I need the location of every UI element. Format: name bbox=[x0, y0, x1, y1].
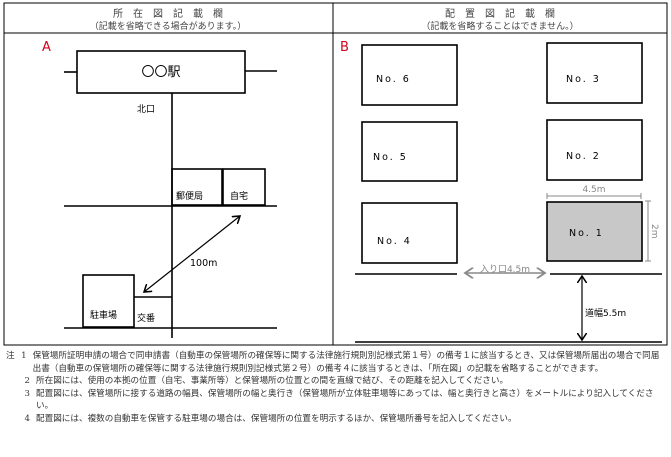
parking-space-1 bbox=[546, 201, 643, 262]
parking-space-3 bbox=[546, 42, 643, 104]
distance-label: 100m bbox=[190, 258, 217, 269]
north-exit-label: 北口 bbox=[137, 104, 155, 115]
layout-map-title: 配 置 図 記 載 欄 bbox=[445, 7, 555, 20]
section-b-label: B bbox=[340, 40, 349, 55]
layout-map-subtitle: （記載を省略することはできません。） bbox=[421, 20, 578, 32]
space-label-2: No. 2 bbox=[566, 151, 601, 162]
space-label-4: No. 4 bbox=[377, 236, 412, 247]
parking-label: 駐車場 bbox=[90, 309, 117, 321]
section-a-label: A bbox=[42, 40, 51, 55]
station-label: 〇〇駅 bbox=[141, 65, 180, 80]
space-label-6: No. 6 bbox=[376, 74, 411, 85]
parking-space-4 bbox=[361, 202, 458, 264]
parking-space-6 bbox=[361, 44, 458, 106]
road-width-label: 道幅5.5m bbox=[585, 307, 626, 319]
space-label-5: No. 5 bbox=[373, 152, 408, 163]
location-map-subtitle: （記載を省略できる場合があります。） bbox=[90, 20, 246, 32]
entrance-label: 入り口4.5m bbox=[480, 264, 530, 275]
post-office-label: 郵便局 bbox=[176, 190, 203, 202]
police-box-label: 交番 bbox=[137, 312, 155, 324]
parking-space-2 bbox=[546, 119, 643, 181]
location-map-title: 所 在 図 記 載 欄 bbox=[113, 7, 223, 20]
note-prefix: 注 bbox=[6, 351, 15, 361]
form-diagram: 所 在 図 記 載 欄 （記載を省略できる場合があります。） 配 置 図 記 載… bbox=[3, 2, 668, 346]
space-label-1: No. 1 bbox=[569, 228, 604, 239]
width-label: 4.5m bbox=[582, 185, 605, 195]
depth-label: 2m bbox=[649, 224, 659, 239]
parking-space-5 bbox=[361, 121, 458, 182]
home-label: 自宅 bbox=[230, 190, 248, 202]
space-label-3: No. 3 bbox=[566, 74, 601, 85]
form-border bbox=[3, 2, 668, 346]
